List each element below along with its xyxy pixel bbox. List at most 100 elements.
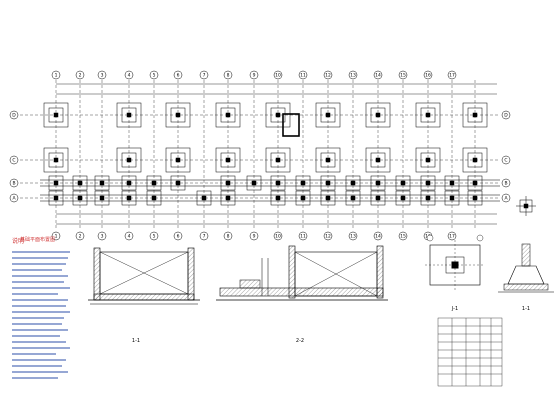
svg-text:4: 4 xyxy=(128,73,131,79)
svg-text:11: 11 xyxy=(300,234,306,240)
axis-bubble: 14 xyxy=(373,70,383,80)
section-1: 1-1 xyxy=(88,247,200,344)
axis-bubble: 6 xyxy=(173,231,183,241)
top-dimension-lines xyxy=(56,83,497,225)
axis-bubble: D xyxy=(9,110,19,120)
svg-text:12: 12 xyxy=(325,73,331,79)
svg-text:C: C xyxy=(504,158,507,164)
axis-bubble: 8 xyxy=(223,70,233,80)
axis-bubble: 12 xyxy=(323,70,333,80)
footings-row-b xyxy=(48,175,483,191)
svg-text:17: 17 xyxy=(449,73,455,79)
column-section: 1-1 xyxy=(498,243,554,312)
axis-bubble: 11 xyxy=(298,231,308,241)
axis-bubble: 11 xyxy=(298,70,308,80)
axis-bubble: 4 xyxy=(124,231,134,241)
svg-text:10: 10 xyxy=(275,234,281,240)
axis-bubbles-bottom: 1 2 3 4 5 6 7 8 9 10 11 12 13 14 15 16 1… xyxy=(51,231,457,241)
section-2: 2-2 xyxy=(216,245,388,344)
svg-text:1: 1 xyxy=(55,73,58,79)
axis-bubble: B xyxy=(9,178,19,188)
axis-bubble: 7 xyxy=(199,231,209,241)
svg-text:14: 14 xyxy=(375,234,381,240)
svg-text:14: 14 xyxy=(375,73,381,79)
pit-detail-label: J-1 xyxy=(451,306,458,312)
general-notes: 说明 xyxy=(12,237,70,379)
svg-text:7: 7 xyxy=(203,73,206,79)
axis-bubble: C xyxy=(501,155,511,165)
axis-bubble: 5 xyxy=(149,231,159,241)
svg-text:12: 12 xyxy=(325,234,331,240)
vertical-grid-lines xyxy=(55,80,476,230)
axis-bubble: 1 xyxy=(51,70,61,80)
svg-text:8: 8 xyxy=(227,234,230,240)
section-1-label: 1-1 xyxy=(132,338,140,344)
axis-bubble: 9 xyxy=(249,231,259,241)
svg-text:A: A xyxy=(504,196,508,202)
column-detail-mini xyxy=(516,196,536,216)
axis-bubble: 4 xyxy=(124,70,134,80)
svg-text:13: 13 xyxy=(350,234,356,240)
svg-text:3: 3 xyxy=(101,234,104,240)
axis-bubble: D xyxy=(501,110,511,120)
axis-bubble: 17 xyxy=(447,231,457,241)
strip-beams xyxy=(40,179,500,202)
axis-bubble: 15 xyxy=(398,231,408,241)
axis-bubble: 10 xyxy=(273,231,283,241)
svg-text:10: 10 xyxy=(275,73,281,79)
svg-text:13: 13 xyxy=(350,73,356,79)
svg-text:7: 7 xyxy=(203,234,206,240)
axis-bubble: 13 xyxy=(348,70,358,80)
svg-text:5: 5 xyxy=(153,234,156,240)
section-2-label: 2-2 xyxy=(296,338,304,344)
axis-bubbles-top: 1 2 3 4 5 6 7 8 9 10 11 12 13 14 15 16 1… xyxy=(51,70,457,80)
svg-text:6: 6 xyxy=(177,73,180,79)
axis-bubble: 3 xyxy=(97,70,107,80)
svg-text:11: 11 xyxy=(300,73,306,79)
svg-text:D: D xyxy=(12,113,16,119)
svg-text:5: 5 xyxy=(153,73,156,79)
axis-bubble: A xyxy=(9,193,19,203)
svg-text:B: B xyxy=(12,181,15,187)
column-section-label: 1-1 xyxy=(522,306,530,312)
axis-bubble: 10 xyxy=(273,70,283,80)
svg-text:4: 4 xyxy=(128,234,131,240)
svg-text:16: 16 xyxy=(425,73,431,79)
axis-bubble: 6 xyxy=(173,70,183,80)
footings-row-a xyxy=(48,190,483,206)
svg-text:15: 15 xyxy=(400,234,406,240)
svg-text:2: 2 xyxy=(79,234,82,240)
axis-bubble: 2 xyxy=(75,231,85,241)
svg-text:D: D xyxy=(504,113,508,119)
special-pit xyxy=(282,113,300,137)
svg-text:2: 2 xyxy=(79,73,82,79)
axis-bubble: 14 xyxy=(373,231,383,241)
axis-bubbles-right: D C B A xyxy=(501,110,511,203)
axis-bubble: A xyxy=(501,193,511,203)
svg-text:15: 15 xyxy=(400,73,406,79)
axis-bubble: 9 xyxy=(249,70,259,80)
svg-text:6: 6 xyxy=(177,234,180,240)
axis-bubble: 8 xyxy=(223,231,233,241)
svg-text:C: C xyxy=(12,158,15,164)
notes-title: 说明 xyxy=(12,237,24,245)
foundation-plan: 1 2 3 4 5 6 7 8 9 10 11 12 13 14 15 16 1… xyxy=(9,70,536,241)
svg-text:9: 9 xyxy=(253,73,256,79)
axis-bubble: 12 xyxy=(323,231,333,241)
svg-text:A: A xyxy=(12,196,16,202)
axis-bubble: 7 xyxy=(199,70,209,80)
axis-bubble: 13 xyxy=(348,231,358,241)
svg-text:3: 3 xyxy=(101,73,104,79)
axis-bubble: 17 xyxy=(447,70,457,80)
rebar-table xyxy=(437,317,503,387)
axis-bubble: 16 xyxy=(423,70,433,80)
footings-row-c xyxy=(43,147,488,173)
svg-text:B: B xyxy=(504,181,507,187)
axis-bubble: 2 xyxy=(75,70,85,80)
axis-bubbles-left: D C B A xyxy=(9,110,19,203)
axis-bubble: B xyxy=(501,178,511,188)
axis-bubble: 5 xyxy=(149,70,159,80)
footings-row-d xyxy=(43,102,488,128)
plan-title: 基础平面布置图 xyxy=(20,237,56,243)
